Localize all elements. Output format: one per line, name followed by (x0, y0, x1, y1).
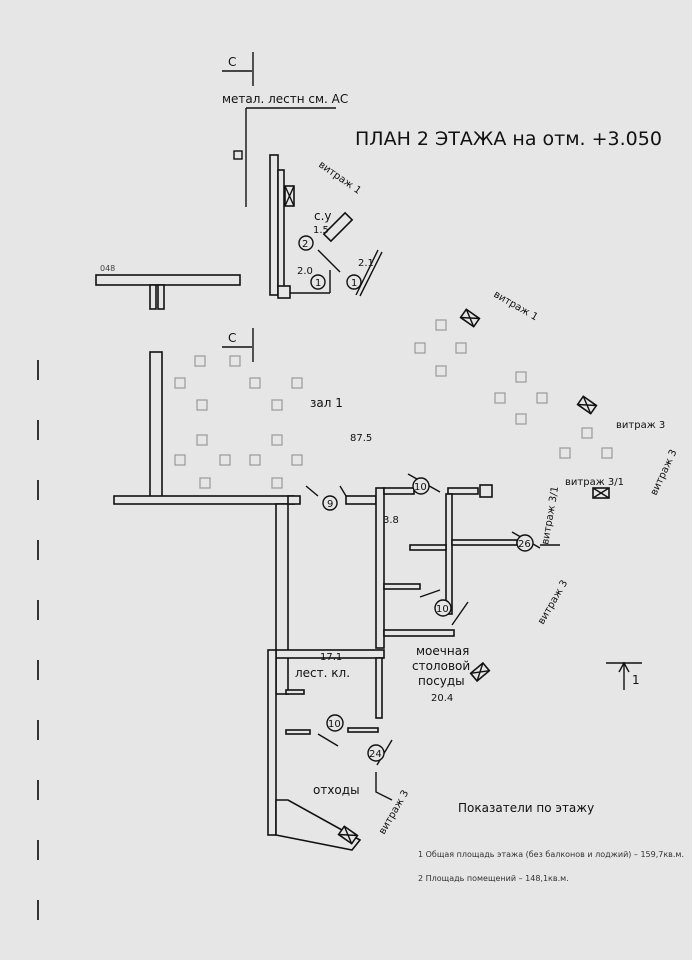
svg-text:9: 9 (327, 499, 333, 510)
window-x-icon (337, 825, 359, 845)
svg-text:2: 2 (302, 239, 308, 250)
window-x-icon (459, 308, 481, 328)
window-x-icon (576, 395, 598, 415)
wash-area: 20.4 (431, 693, 453, 704)
svg-text:10: 10 (436, 604, 449, 615)
window-x-icon (592, 487, 610, 499)
glazing-label: витраж 3 (616, 420, 665, 431)
area-label: 2.0 (297, 266, 313, 277)
window-x-icon (469, 661, 491, 683)
svg-text:10: 10 (414, 482, 427, 493)
stair-name: лест. кл. (295, 666, 350, 680)
area-label: 2.1 (358, 258, 374, 269)
door-mark: 10 (326, 714, 344, 732)
door-mark: 2 (298, 235, 314, 251)
door-mark: 10 (412, 477, 430, 495)
stair-area: 17.1 (320, 652, 342, 663)
door-mark: 1 (346, 274, 362, 290)
door-mark: 1 (310, 274, 326, 290)
indicators-heading: Показатели по этажу (458, 801, 594, 815)
svg-text:26: 26 (518, 539, 531, 550)
svg-text:1: 1 (315, 278, 321, 289)
glazing-label: витраж 3/1 (565, 477, 624, 488)
room-area: 3.8 (383, 515, 399, 526)
section-mark-bottom: С (222, 328, 254, 362)
svg-text:24: 24 (369, 749, 382, 760)
door-mark: 26 (516, 534, 534, 552)
svg-text:С: С (228, 331, 236, 345)
plan-title: ПЛАН 2 ЭТАЖА на отм. +3.050 (355, 128, 662, 150)
door-mark: 9 (322, 495, 338, 511)
column-icon (233, 150, 243, 160)
door-mark: 10 (434, 599, 452, 617)
waste-room-name: отходы (313, 783, 360, 797)
wash-name-line: посуды (418, 674, 465, 688)
wc-name: с.у (314, 209, 332, 223)
stair-reference-note: метал. лестн см. АС (222, 92, 348, 106)
svg-text:1: 1 (351, 278, 357, 289)
section-arrow-icon: 1 (606, 661, 642, 690)
glazing-label: витраж 3 (536, 578, 570, 626)
indicator-item: 1 Общая площадь этажа (без балконов и ло… (418, 850, 684, 859)
dimension-label: 048 (100, 264, 115, 273)
hall-name: зал 1 (310, 396, 343, 410)
svg-text:С: С (228, 55, 236, 69)
wash-name-line: моечная (416, 644, 469, 658)
section-mark-top: С (222, 52, 254, 86)
hall-columns (174, 319, 613, 489)
wc-area: 1.5 (313, 225, 329, 236)
glazing-label: витраж 1 (316, 159, 363, 196)
door-mark: 24 (367, 744, 385, 762)
glazing-label: витраж 3 (649, 448, 680, 497)
svg-text:10: 10 (328, 719, 341, 730)
glazing-label: витраж 3/1 (540, 486, 561, 546)
hall-area: 87.5 (350, 433, 372, 444)
svg-text:1: 1 (632, 673, 640, 687)
glazing-label: витраж 1 (492, 289, 540, 323)
wash-name-line: столовой (412, 659, 470, 673)
indicator-item: 2 Площадь помещений – 148,1кв.м. (418, 874, 569, 883)
